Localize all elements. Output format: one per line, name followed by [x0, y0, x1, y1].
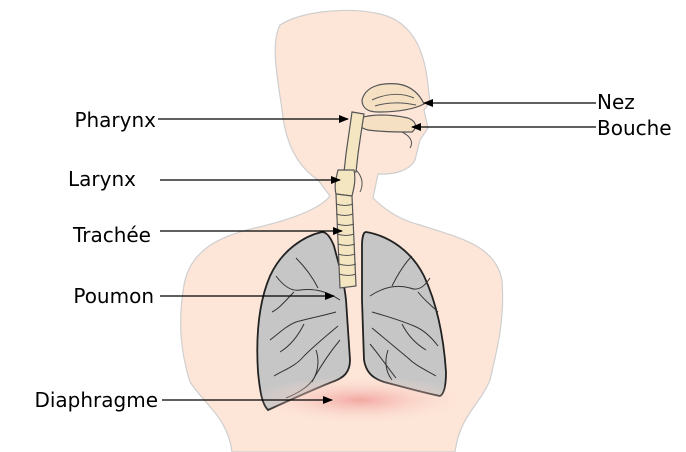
- label-pharynx: Pharynx: [6, 108, 156, 132]
- label-nose: Nez: [597, 90, 677, 114]
- label-larynx: Larynx: [6, 167, 136, 191]
- label-trachea: Trachée: [6, 223, 151, 247]
- trachea-shape: [336, 194, 356, 288]
- larynx-shape: [335, 170, 355, 196]
- label-mouth: Bouche: [597, 116, 683, 140]
- label-diaphragm: Diaphragme: [4, 388, 158, 412]
- label-lung: Poumon: [6, 284, 154, 308]
- mouth-cavity-shape: [358, 115, 415, 132]
